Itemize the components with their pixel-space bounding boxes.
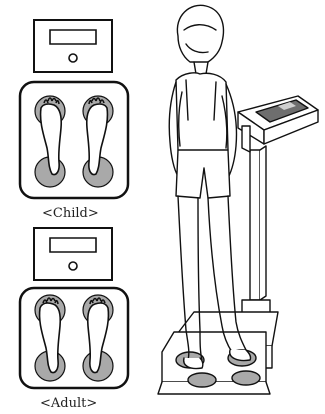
child-scale-illustration xyxy=(14,12,132,202)
child-caption: <Child> xyxy=(42,206,99,221)
platform-outline xyxy=(20,82,128,198)
scale-display-icon xyxy=(34,228,112,280)
scale-column xyxy=(242,146,270,318)
foot-outline-icon xyxy=(41,98,108,175)
electrode-pad-icon xyxy=(188,373,216,387)
person-on-scale-illustration xyxy=(138,0,325,414)
scale-display-icon xyxy=(34,20,112,72)
adult-diagram xyxy=(14,224,132,392)
adult-caption: <Adult> xyxy=(40,396,97,411)
electrode-pad-icon xyxy=(232,371,260,385)
foot-outline-icon xyxy=(40,298,109,373)
adult-scale-illustration xyxy=(14,224,132,392)
body-composition-scale-figure xyxy=(138,0,325,414)
scale-platform xyxy=(158,312,278,394)
scale-display-head xyxy=(238,96,318,152)
child-diagram xyxy=(14,12,132,202)
